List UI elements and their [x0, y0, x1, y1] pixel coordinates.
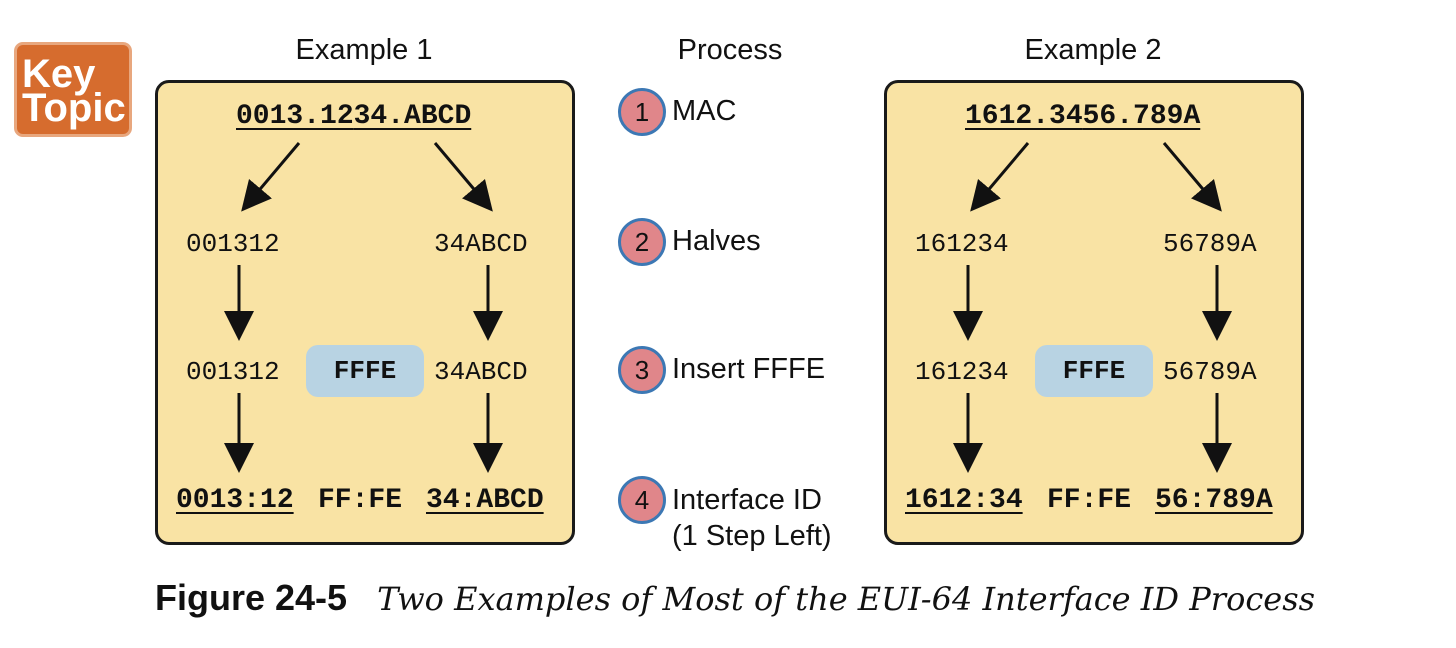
ffff-insert-box: FFFE	[306, 345, 424, 397]
left-half-inserted: 001312	[186, 357, 280, 387]
mac-address: 0013.1234.ABCD	[236, 101, 471, 132]
step-3-circle: 3	[618, 346, 666, 394]
interface-id-mid: FF:FE	[318, 485, 403, 516]
example-1-arrows	[224, 142, 503, 473]
mac-part-b: 56.789A	[1082, 101, 1201, 132]
left-half: 001312	[186, 229, 280, 259]
example-2-panel: 1612.3456.789A 161234 56789A 161234 FFFE…	[884, 80, 1304, 545]
example-2-title: Example 2	[1024, 34, 1162, 66]
right-half: 34ABCD	[434, 229, 528, 259]
figure-caption: Figure 24-5 Two Examples of Most of the E…	[155, 577, 1315, 619]
example-1-panel: 0013.1234.ABCD 001312 34ABCD 001312 FFFE…	[155, 80, 575, 545]
right-half-inserted: 34ABCD	[434, 357, 528, 387]
key-topic-badge: Key Topic	[14, 42, 132, 137]
step-2-circle: 2	[618, 218, 666, 266]
mac-address: 1612.3456.789A	[965, 101, 1200, 132]
left-half-inserted: 161234	[915, 357, 1009, 387]
example-1-title: Example 1	[295, 34, 433, 66]
arrow-mac-to-left	[970, 142, 1030, 212]
step-1-circle: 1	[618, 88, 666, 136]
arrow-mac-to-right	[1162, 142, 1222, 212]
left-half: 161234	[915, 229, 1009, 259]
right-half: 56789A	[1163, 229, 1257, 259]
ffff-insert-box: FFFE	[1035, 345, 1153, 397]
interface-id-right: 34:ABCD	[426, 485, 544, 516]
step-4-label: Interface ID	[672, 484, 822, 516]
interface-id-right: 56:789A	[1155, 485, 1273, 516]
step-3-label: Insert FFFE	[672, 353, 826, 385]
badge-line-1: Key	[22, 52, 96, 96]
process-title: Process	[677, 34, 783, 66]
mac-part-a: 1612.34	[965, 101, 1083, 132]
right-half-inserted: 56789A	[1163, 357, 1257, 387]
arrow-mac-to-right	[433, 142, 493, 212]
mac-part-b: 34.ABCD	[353, 101, 472, 132]
arrow-mac-to-left	[241, 142, 301, 212]
interface-id-left: 1612:34	[905, 485, 1023, 516]
interface-id-mid: FF:FE	[1047, 485, 1132, 516]
step-4-circle: 4	[618, 476, 666, 524]
step-4-label-2: (1 Step Left)	[672, 520, 832, 552]
figure-caption-text: Two Examples of Most of the EUI-64 Inter…	[377, 580, 1316, 618]
badge-line-2: Topic	[22, 86, 126, 130]
step-1-label: MAC	[672, 95, 737, 127]
example-2-arrows	[953, 142, 1232, 473]
interface-id-left: 0013:12	[176, 485, 294, 516]
mac-part-a: 0013.12	[236, 101, 354, 132]
figure-label: Figure 24-5	[155, 577, 348, 618]
step-2-label: Halves	[672, 225, 761, 257]
